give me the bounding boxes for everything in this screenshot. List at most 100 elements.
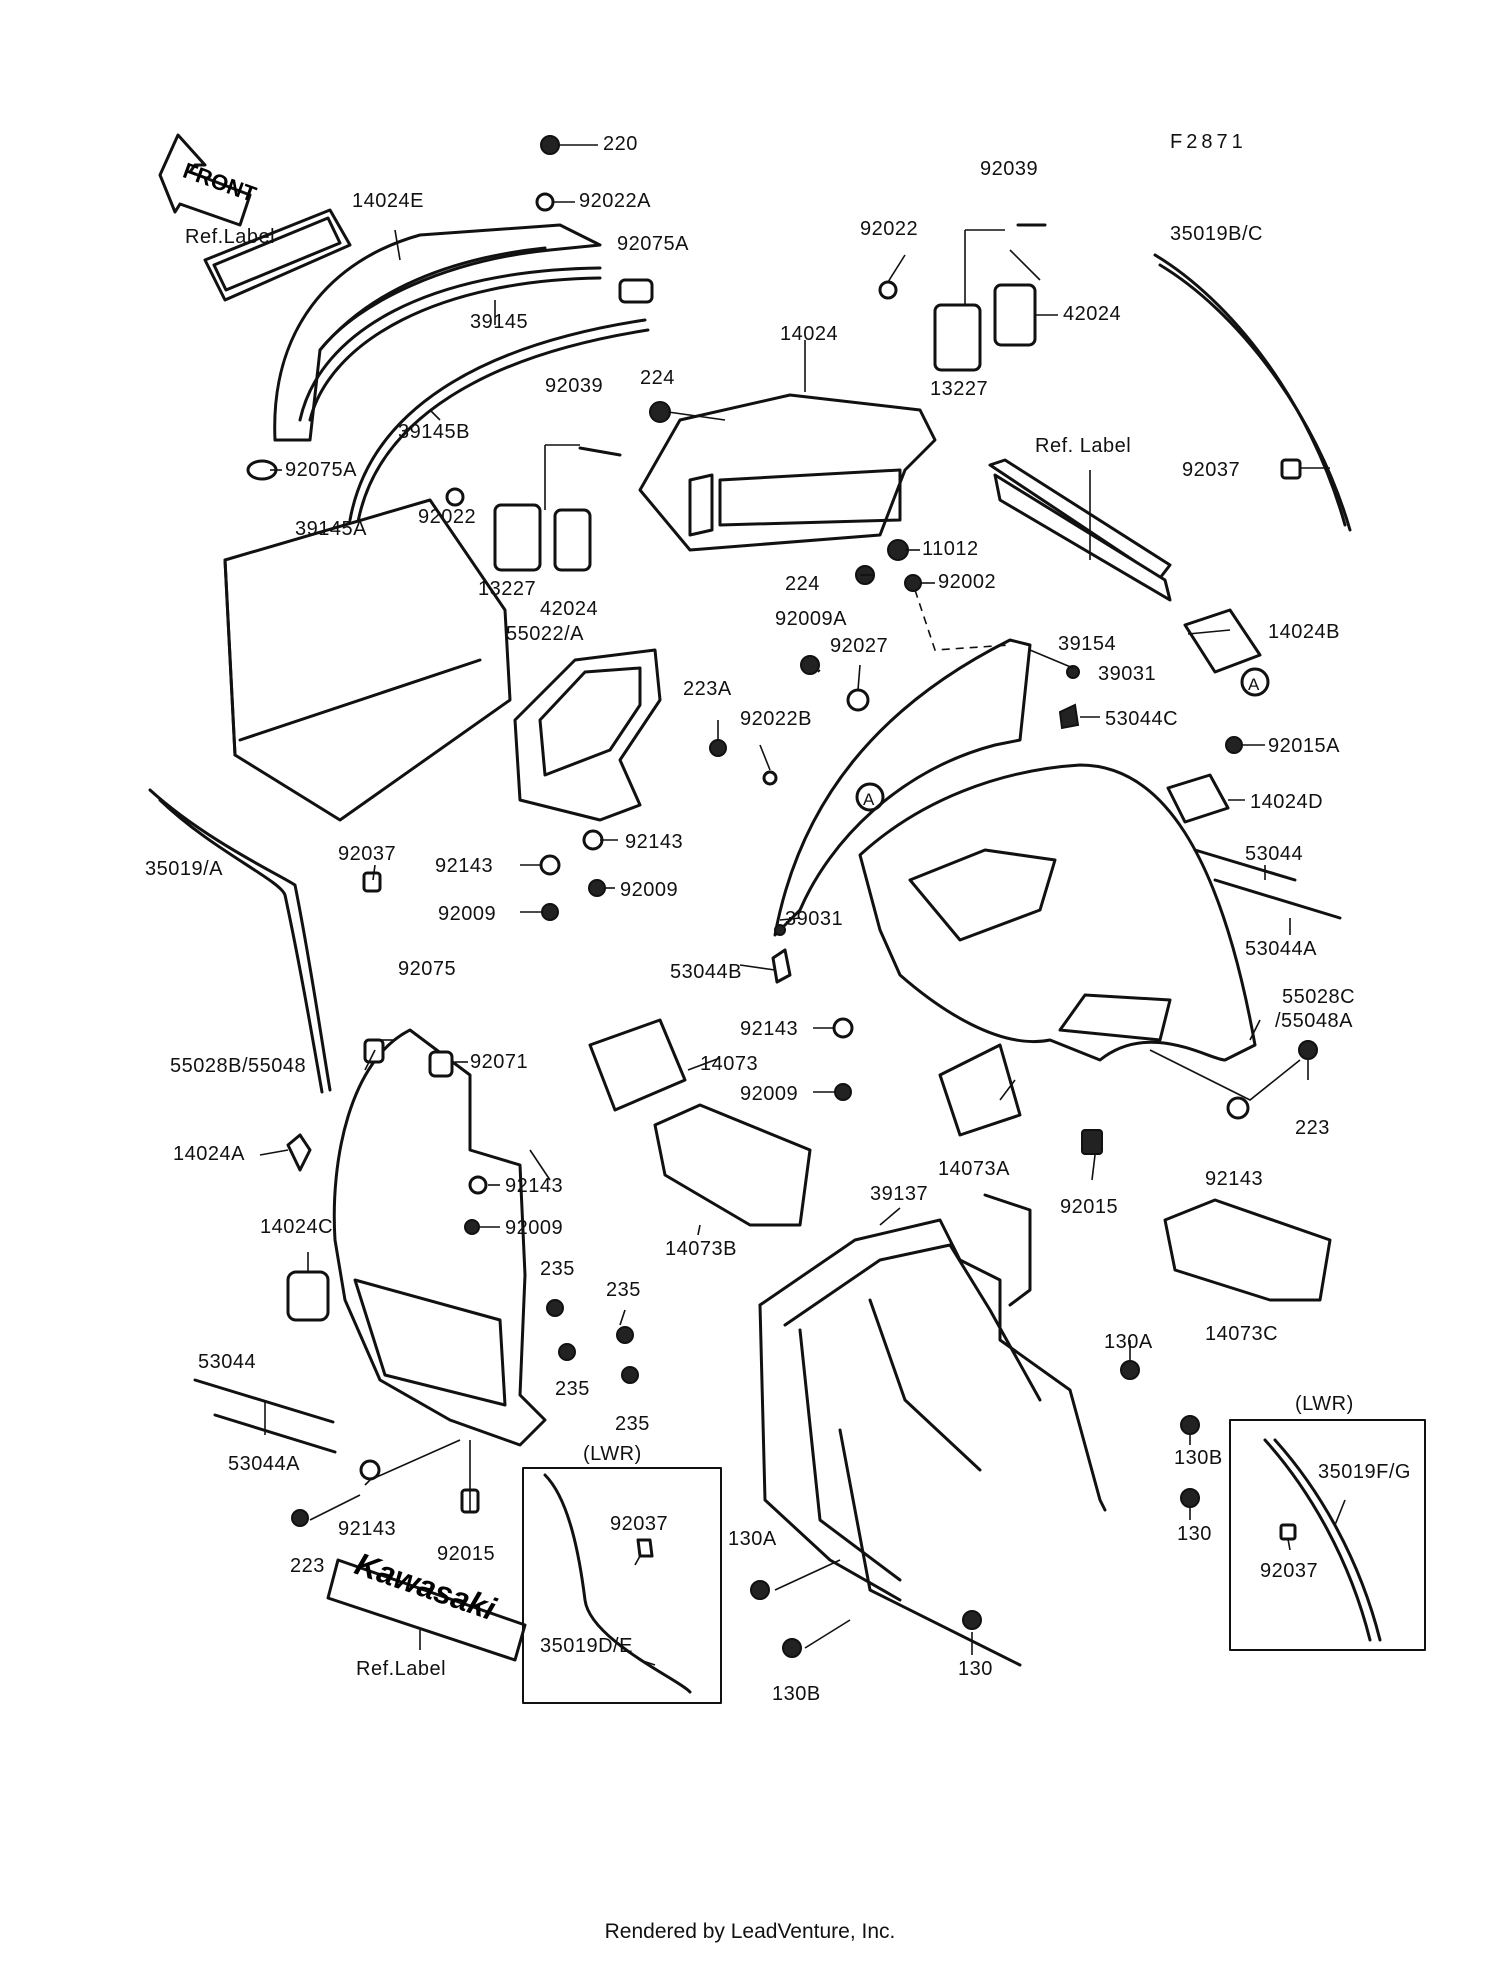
- grille-14024d-icon: [1166, 773, 1230, 824]
- lwr-box-2: [1229, 1419, 1426, 1651]
- label-35019de: 35019D/E: [540, 1635, 633, 1657]
- duct-14073a: [938, 1043, 1022, 1137]
- frame-55022a: [513, 648, 662, 822]
- label-92022-a: 92022: [860, 218, 918, 240]
- strip-53044: [1193, 848, 1297, 882]
- kawasaki-decal: Kawasaki: [326, 1545, 527, 1662]
- label-223a: 223A: [683, 678, 732, 700]
- label-220: 220: [603, 133, 638, 155]
- lower-cowl-55028b: [332, 1028, 547, 1447]
- label-14073a: 14073A: [938, 1158, 1010, 1180]
- label-92037-b: 92037: [338, 843, 396, 865]
- clip-92015-icon: [1081, 1129, 1103, 1155]
- duct-14073b: [653, 1103, 812, 1227]
- label-92075a-top: 92075A: [617, 233, 689, 255]
- footer-credit: Rendered by LeadVenture, Inc.: [604, 1920, 896, 1943]
- nut-92143e-icon: [468, 1175, 488, 1195]
- meter-cover-box: [223, 498, 512, 822]
- windshield-39154: [773, 638, 1032, 937]
- ref-label-1: Ref.Label: [185, 226, 275, 248]
- label-42024-a: 42024: [1063, 303, 1121, 325]
- label-lwr-2: (LWR): [1295, 1393, 1354, 1415]
- label-14073b: 14073B: [665, 1238, 737, 1260]
- label-55028b: 55028B/55048: [170, 1055, 306, 1077]
- nut-92027-icon: [846, 688, 870, 712]
- screw-92009c-icon: [834, 1083, 852, 1101]
- label-14073c: 14073C: [1205, 1323, 1278, 1345]
- label-130a: 130A: [1104, 1331, 1153, 1353]
- label-92009-d: 92009: [505, 1217, 563, 1239]
- label-39145a: 39145A: [295, 518, 367, 540]
- nut-92143d-icon: [1226, 1096, 1250, 1120]
- ref-label-plate-2: [988, 458, 1172, 602]
- grille-14024a-icon: [286, 1133, 312, 1172]
- screw-92015a-icon: [1225, 736, 1243, 754]
- label-14073: 14073: [700, 1053, 758, 1075]
- bolt-130a-icon: [1120, 1360, 1140, 1380]
- duct-14073: [588, 1018, 687, 1112]
- label-39154: 39154: [1058, 633, 1116, 655]
- label-92143-b: 92143: [435, 855, 493, 877]
- label-92015a: 92015A: [1268, 735, 1340, 757]
- grommet-92075a-icon: [618, 278, 654, 304]
- label-92039-b: 92039: [545, 375, 603, 397]
- label-lwr-1: (LWR): [583, 1443, 642, 1465]
- nut-235c-icon: [616, 1326, 634, 1344]
- label-92037-d: 92037: [1260, 1560, 1318, 1582]
- label-223-a: 223: [1295, 1117, 1330, 1139]
- fairing-bracket-39137: [758, 1193, 1107, 1667]
- label-235-d: 235: [615, 1413, 650, 1435]
- trim-39145b: [348, 318, 647, 522]
- label-92022-b: 92022: [418, 506, 476, 528]
- washer-92022-icon: [878, 280, 898, 300]
- label-92075a: 92075A: [285, 459, 357, 481]
- grille-42024b-icon: [553, 508, 592, 572]
- label-14024d: 14024D: [1250, 791, 1323, 813]
- label-53044-a: 53044: [1245, 843, 1303, 865]
- callout-labels: 220 92022A 14024E 92075A 39145 39145B 92…: [145, 133, 1410, 1705]
- label-130-b: 130: [958, 1658, 993, 1680]
- trim-35019a: [148, 788, 332, 1092]
- strip-53044ab: [213, 1413, 337, 1454]
- label-92143-c: 92143: [740, 1018, 798, 1040]
- washer-92022b-icon: [445, 487, 465, 507]
- screw-223-icon: [1298, 1040, 1318, 1060]
- nut-235b-icon: [558, 1343, 576, 1361]
- ref-label-plate-1: [203, 208, 352, 302]
- vent-13227b-icon: [493, 503, 542, 572]
- label-42024-b: 42024: [540, 598, 598, 620]
- label-92022b: 92022B: [740, 708, 812, 730]
- trim-39145: [298, 266, 602, 422]
- label-235-a: 235: [540, 1258, 575, 1280]
- bolt-130b-icon: [1180, 1415, 1200, 1435]
- bolt-130-2-icon: [962, 1610, 982, 1630]
- label-130b: 130B: [1174, 1447, 1223, 1469]
- label-53044a-b: 53044A: [228, 1453, 300, 1475]
- screw-92009a-icon-2: [541, 903, 559, 921]
- duct-14073c: [1163, 1198, 1332, 1302]
- label-53044a-a: 53044A: [1245, 938, 1317, 960]
- clip-39031-icon: [1066, 665, 1080, 679]
- label-92039-a: 92039: [980, 158, 1038, 180]
- screw-224-icon: [649, 401, 671, 423]
- label-39145b: 39145B: [398, 421, 470, 443]
- strip-53044a: [1213, 878, 1342, 920]
- label-92015-b: 92015: [437, 1543, 495, 1565]
- vent-13227-icon: [933, 303, 982, 372]
- bolt-130-icon: [1180, 1488, 1200, 1508]
- bracket-53044b-icon: [771, 948, 792, 984]
- label-14024a: 14024A: [173, 1143, 245, 1165]
- label-11012: 11012: [922, 538, 979, 560]
- label-14024b: 14024B: [1268, 621, 1340, 643]
- label-92143-d: 92143: [1205, 1168, 1263, 1190]
- bolt-130a-2-icon: [750, 1580, 770, 1600]
- label-92143-e: 92143: [505, 1175, 563, 1197]
- label-14024e: 14024E: [352, 190, 424, 212]
- label-55048a: /55048A: [1275, 1010, 1353, 1032]
- ref-circle-a-1-label: A: [1248, 675, 1260, 694]
- clip-92037d-icon: [1279, 1523, 1297, 1541]
- label-130b-b: 130B: [772, 1683, 821, 1705]
- nut-235d-icon: [621, 1366, 639, 1384]
- bracket-53044c-icon: [1058, 703, 1080, 730]
- bolt-130b-2-icon: [782, 1638, 802, 1658]
